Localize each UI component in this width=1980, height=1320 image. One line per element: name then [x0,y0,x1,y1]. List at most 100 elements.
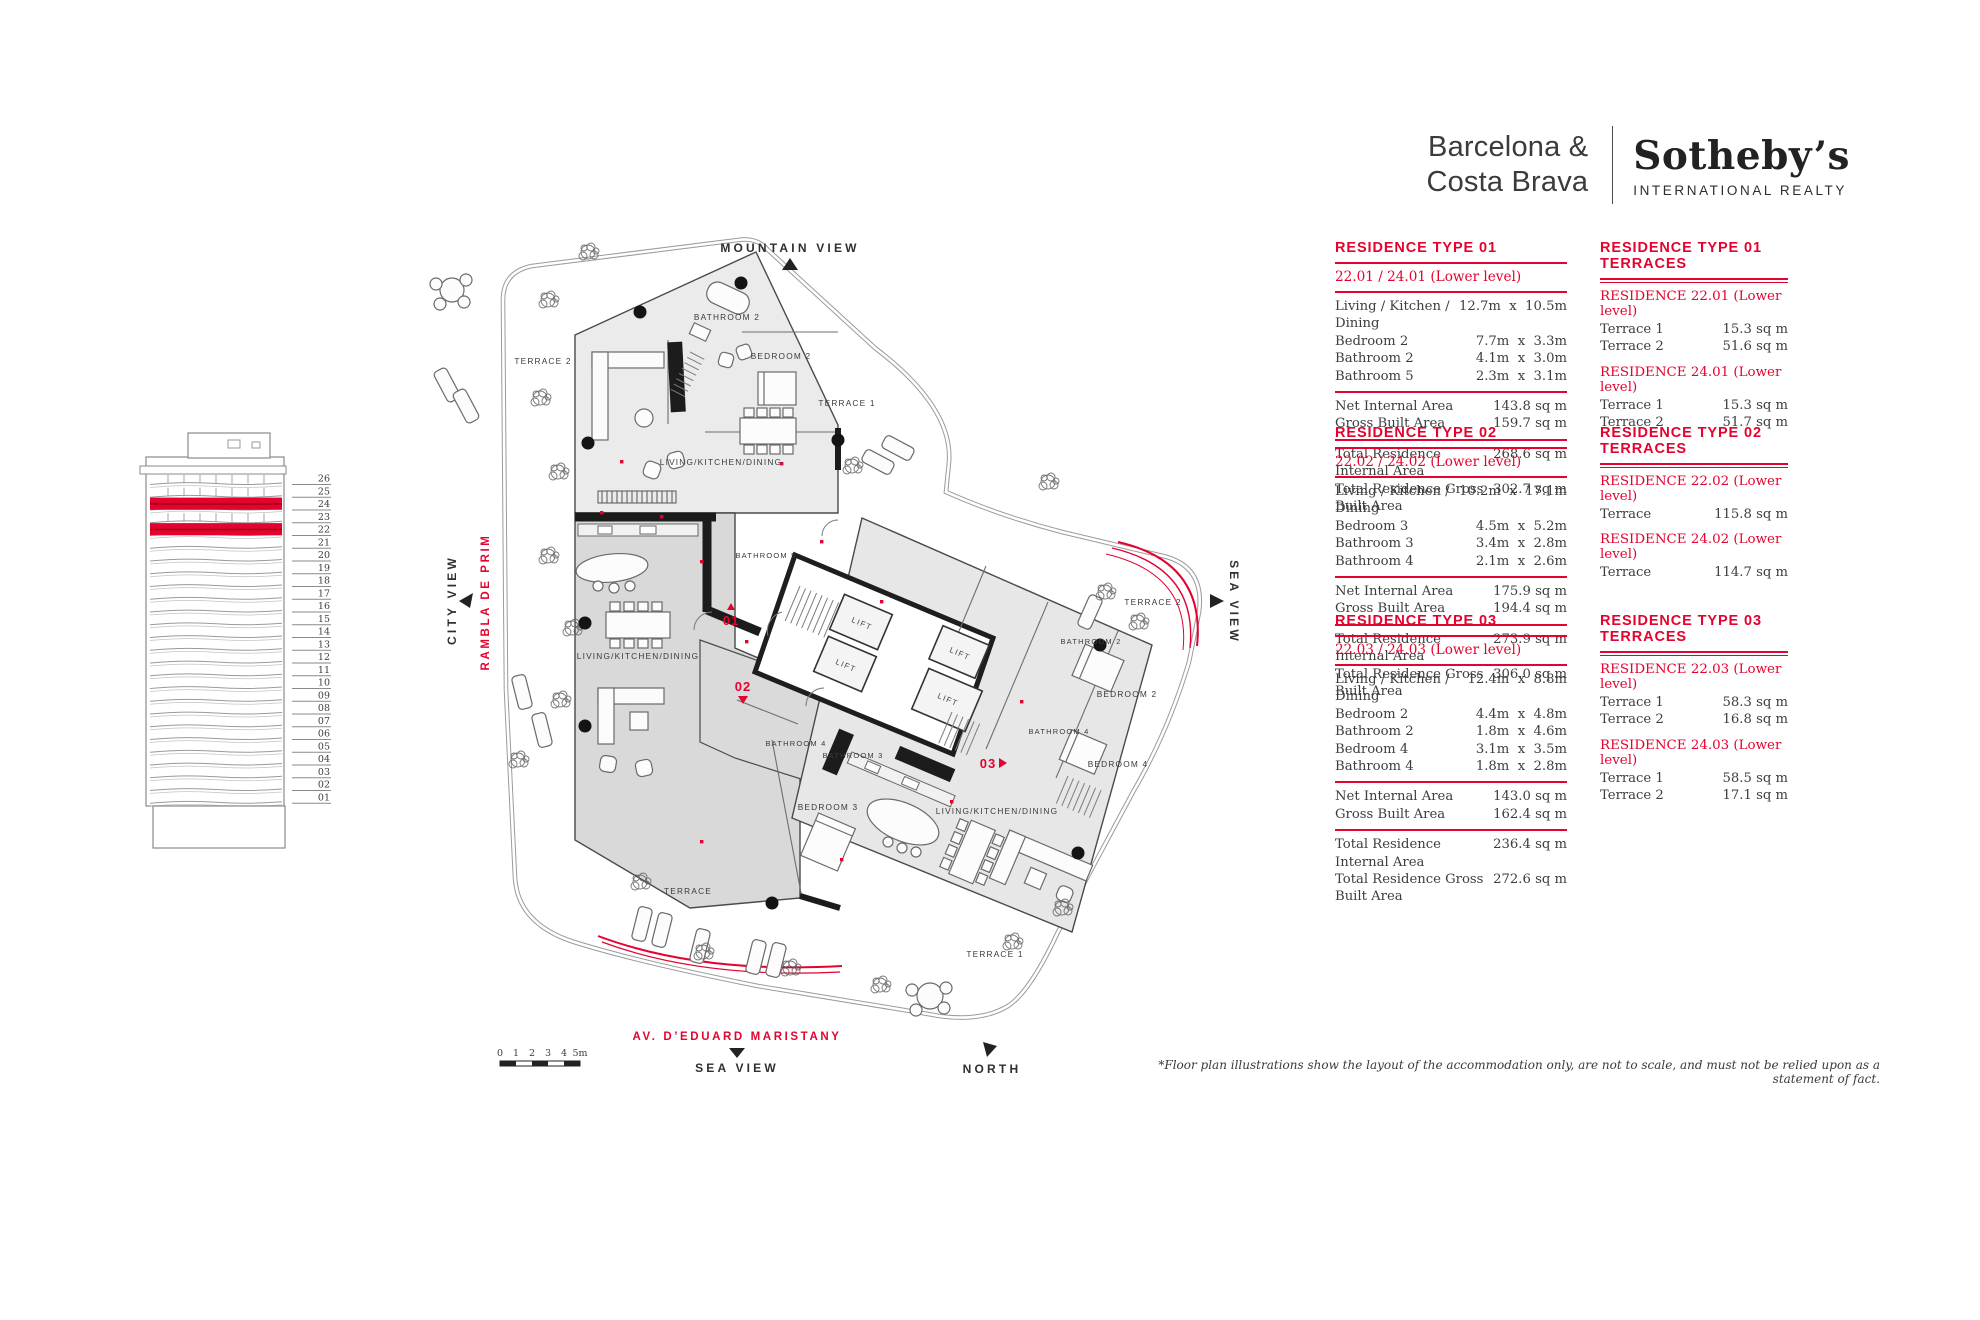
table-title: RESIDENCE TYPE 01 TERRACES [1600,240,1788,280]
floor-number-09: 09 [318,690,330,701]
floor-number-18: 18 [318,576,330,587]
floor-number-02: 02 [318,780,330,791]
bathroom2-res01-label: BATHROOM 2 [694,312,760,322]
row-label: Terrace 1 [1600,770,1664,786]
row-label: Bathroom 2 [1335,724,1414,740]
row-value: 58.5 sq m [1722,770,1788,786]
bedroom2-res01-label: BEDROOM 2 [751,351,812,361]
disclaimer-text: *Floor plan illustrations show the layou… [1158,1058,1880,1086]
row-value: 236.4 sq m [1493,837,1567,853]
row-label: Bathroom 4 [1335,759,1414,775]
double-rule [1600,280,1788,283]
row-label: Total Residence Gross Built Area [1335,872,1484,905]
row-label: Net Internal Area [1335,399,1454,415]
row-value: 162.4 sq m [1493,806,1567,822]
floor-number-20: 20 [318,550,330,561]
unit01-marker: 01 [723,613,739,628]
row-label: Terrace 2 [1600,339,1664,355]
floor-number-08: 08 [318,703,330,714]
brand-lockup: Barcelona & Costa Brava Sotheby’s INTERN… [1290,126,1850,204]
city-view-arrow-icon [459,593,473,608]
floor-number-22: 22 [318,525,330,536]
row-label: Bedroom 2 [1335,706,1409,722]
floor-number-26: 26 [318,474,330,485]
table-subtitle: 22.01 / 24.01 (Lower level) [1335,264,1567,293]
floor-number-column: 2625242322212019181716151413121110090807… [292,474,331,804]
row-value: 175.9 sq m [1493,584,1567,600]
row-value: 12.4m x 8.8m [1467,672,1567,687]
row-label: Terrace [1600,565,1652,581]
unit02-marker: 02 [735,679,751,694]
unit01-arrow-icon [727,603,735,610]
row-value: 58.3 sq m [1722,695,1788,710]
terrace1-res01-label: TERRACE 1 [818,398,875,408]
row-label: Total Residence Internal Area [1335,837,1441,870]
row-value: 10.2m x 17.1m [1459,484,1567,499]
row-value: 194.4 sq m [1493,601,1567,617]
sea-view-right-label: SEA VIEW [1227,560,1241,644]
row-label: Living / Kitchen / Dining [1335,299,1450,332]
row-label: Bathroom 5 [1335,368,1414,384]
row-label: Terrace 2 [1600,788,1664,804]
row-value: 17.1 sq m [1722,788,1788,804]
unit03-arrow-icon [999,758,1007,768]
city-view-label: CITY VIEW [445,555,459,645]
table-title: RESIDENCE TYPE 03 TERRACES [1600,613,1788,653]
row-value: 1.8m x 2.8m [1475,759,1567,775]
brand-region-line1: Barcelona & [1428,131,1589,163]
brand-name: Sotheby’s [1633,132,1850,179]
north-label: NORTH [963,1062,1022,1076]
floor-number-17: 17 [318,588,330,599]
floor-number-03: 03 [318,767,330,778]
brand-region-line2: Costa Brava [1426,166,1589,198]
row-label: Total Residence Gross Built Area [1335,481,1484,515]
terrace1-res03-label: TERRACE 1 [966,949,1023,959]
terrace-res02-label: TERRACE [664,886,712,896]
row-label: Bathroom 4 [1335,553,1414,569]
column-dots [578,276,1107,910]
north-arrow-icon [983,1042,997,1057]
floor-number-13: 13 [318,639,330,650]
floor-number-04: 04 [318,754,330,765]
avenue-label: AV. D’EDUARD MARISTANY [632,1031,841,1043]
floor-number-21: 21 [318,537,330,548]
terrace-group-label: RESIDENCE 22.02 (Lower level) [1600,474,1782,504]
row-value: 12.7m x 10.5m [1459,299,1567,314]
stairs [670,351,1102,818]
floor-number-01: 01 [318,792,330,803]
terrace-group-label: RESIDENCE 22.01 (Lower level) [1600,289,1782,319]
kitchen-counters [577,523,956,808]
double-rule [1600,653,1788,656]
sea-view-bottom-arrow-icon [729,1048,745,1058]
furniture [429,273,1125,1017]
row-label: Total Residence Internal Area [1335,446,1441,480]
highlighted-floor-bands [150,497,282,536]
red-accent-arcs [597,541,1199,974]
floor-number-25: 25 [318,486,330,497]
row-label: Bathroom 2 [1335,351,1414,367]
row-label: Terrace [1600,507,1652,522]
table-subtitle: 22.03 / 24.03 (Lower level) [1335,637,1567,666]
bathroom2-res03-label: BATHROOM 2 [1060,637,1121,646]
residence-type-03-terraces-table: RESIDENCE TYPE 03 TERRACES RESIDENCE 22.0… [1600,613,1788,805]
